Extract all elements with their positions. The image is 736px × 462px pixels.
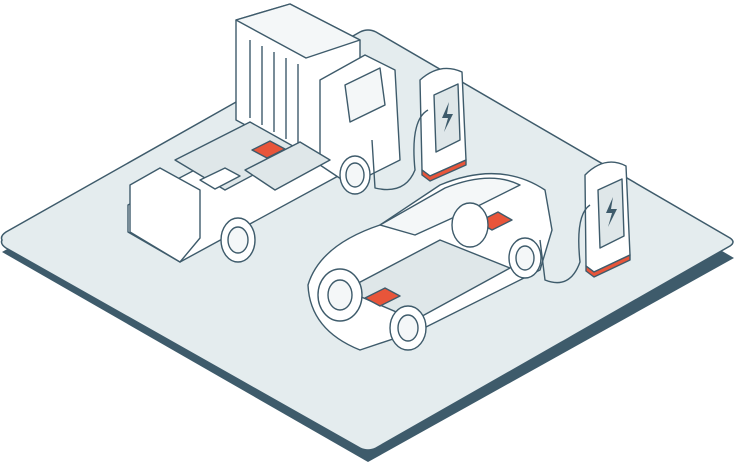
car-wheel-rim xyxy=(397,314,419,342)
truck-front-hood xyxy=(129,167,201,263)
car-battery-accent xyxy=(364,287,401,307)
truck-windshield xyxy=(344,67,386,123)
electric-truck xyxy=(127,3,401,263)
charger-base-accent xyxy=(585,254,631,278)
charger-cable xyxy=(539,204,591,284)
car-wheel xyxy=(451,202,489,248)
charger-base-accent xyxy=(421,159,467,182)
truck-cargo-top xyxy=(235,3,361,59)
car-wheel-rim xyxy=(327,279,353,311)
charging-station-car xyxy=(539,161,631,284)
lightning-bolt-icon xyxy=(442,102,453,132)
truck-cargo-ribs xyxy=(249,40,299,146)
truck-battery-pack xyxy=(174,121,331,191)
car-roof-glass xyxy=(379,177,521,236)
electric-car xyxy=(307,172,553,351)
charging-station-truck xyxy=(371,67,467,191)
truck-wheel-rim xyxy=(345,162,365,188)
charger-cable xyxy=(371,109,429,191)
truck-motor-unit xyxy=(199,167,241,190)
charger-screen xyxy=(597,178,625,249)
lightning-bolt-icon xyxy=(606,197,617,227)
truck-battery-accent xyxy=(251,140,286,159)
car-wheel-rim xyxy=(515,245,535,271)
truck-wheel-rim xyxy=(227,226,249,254)
